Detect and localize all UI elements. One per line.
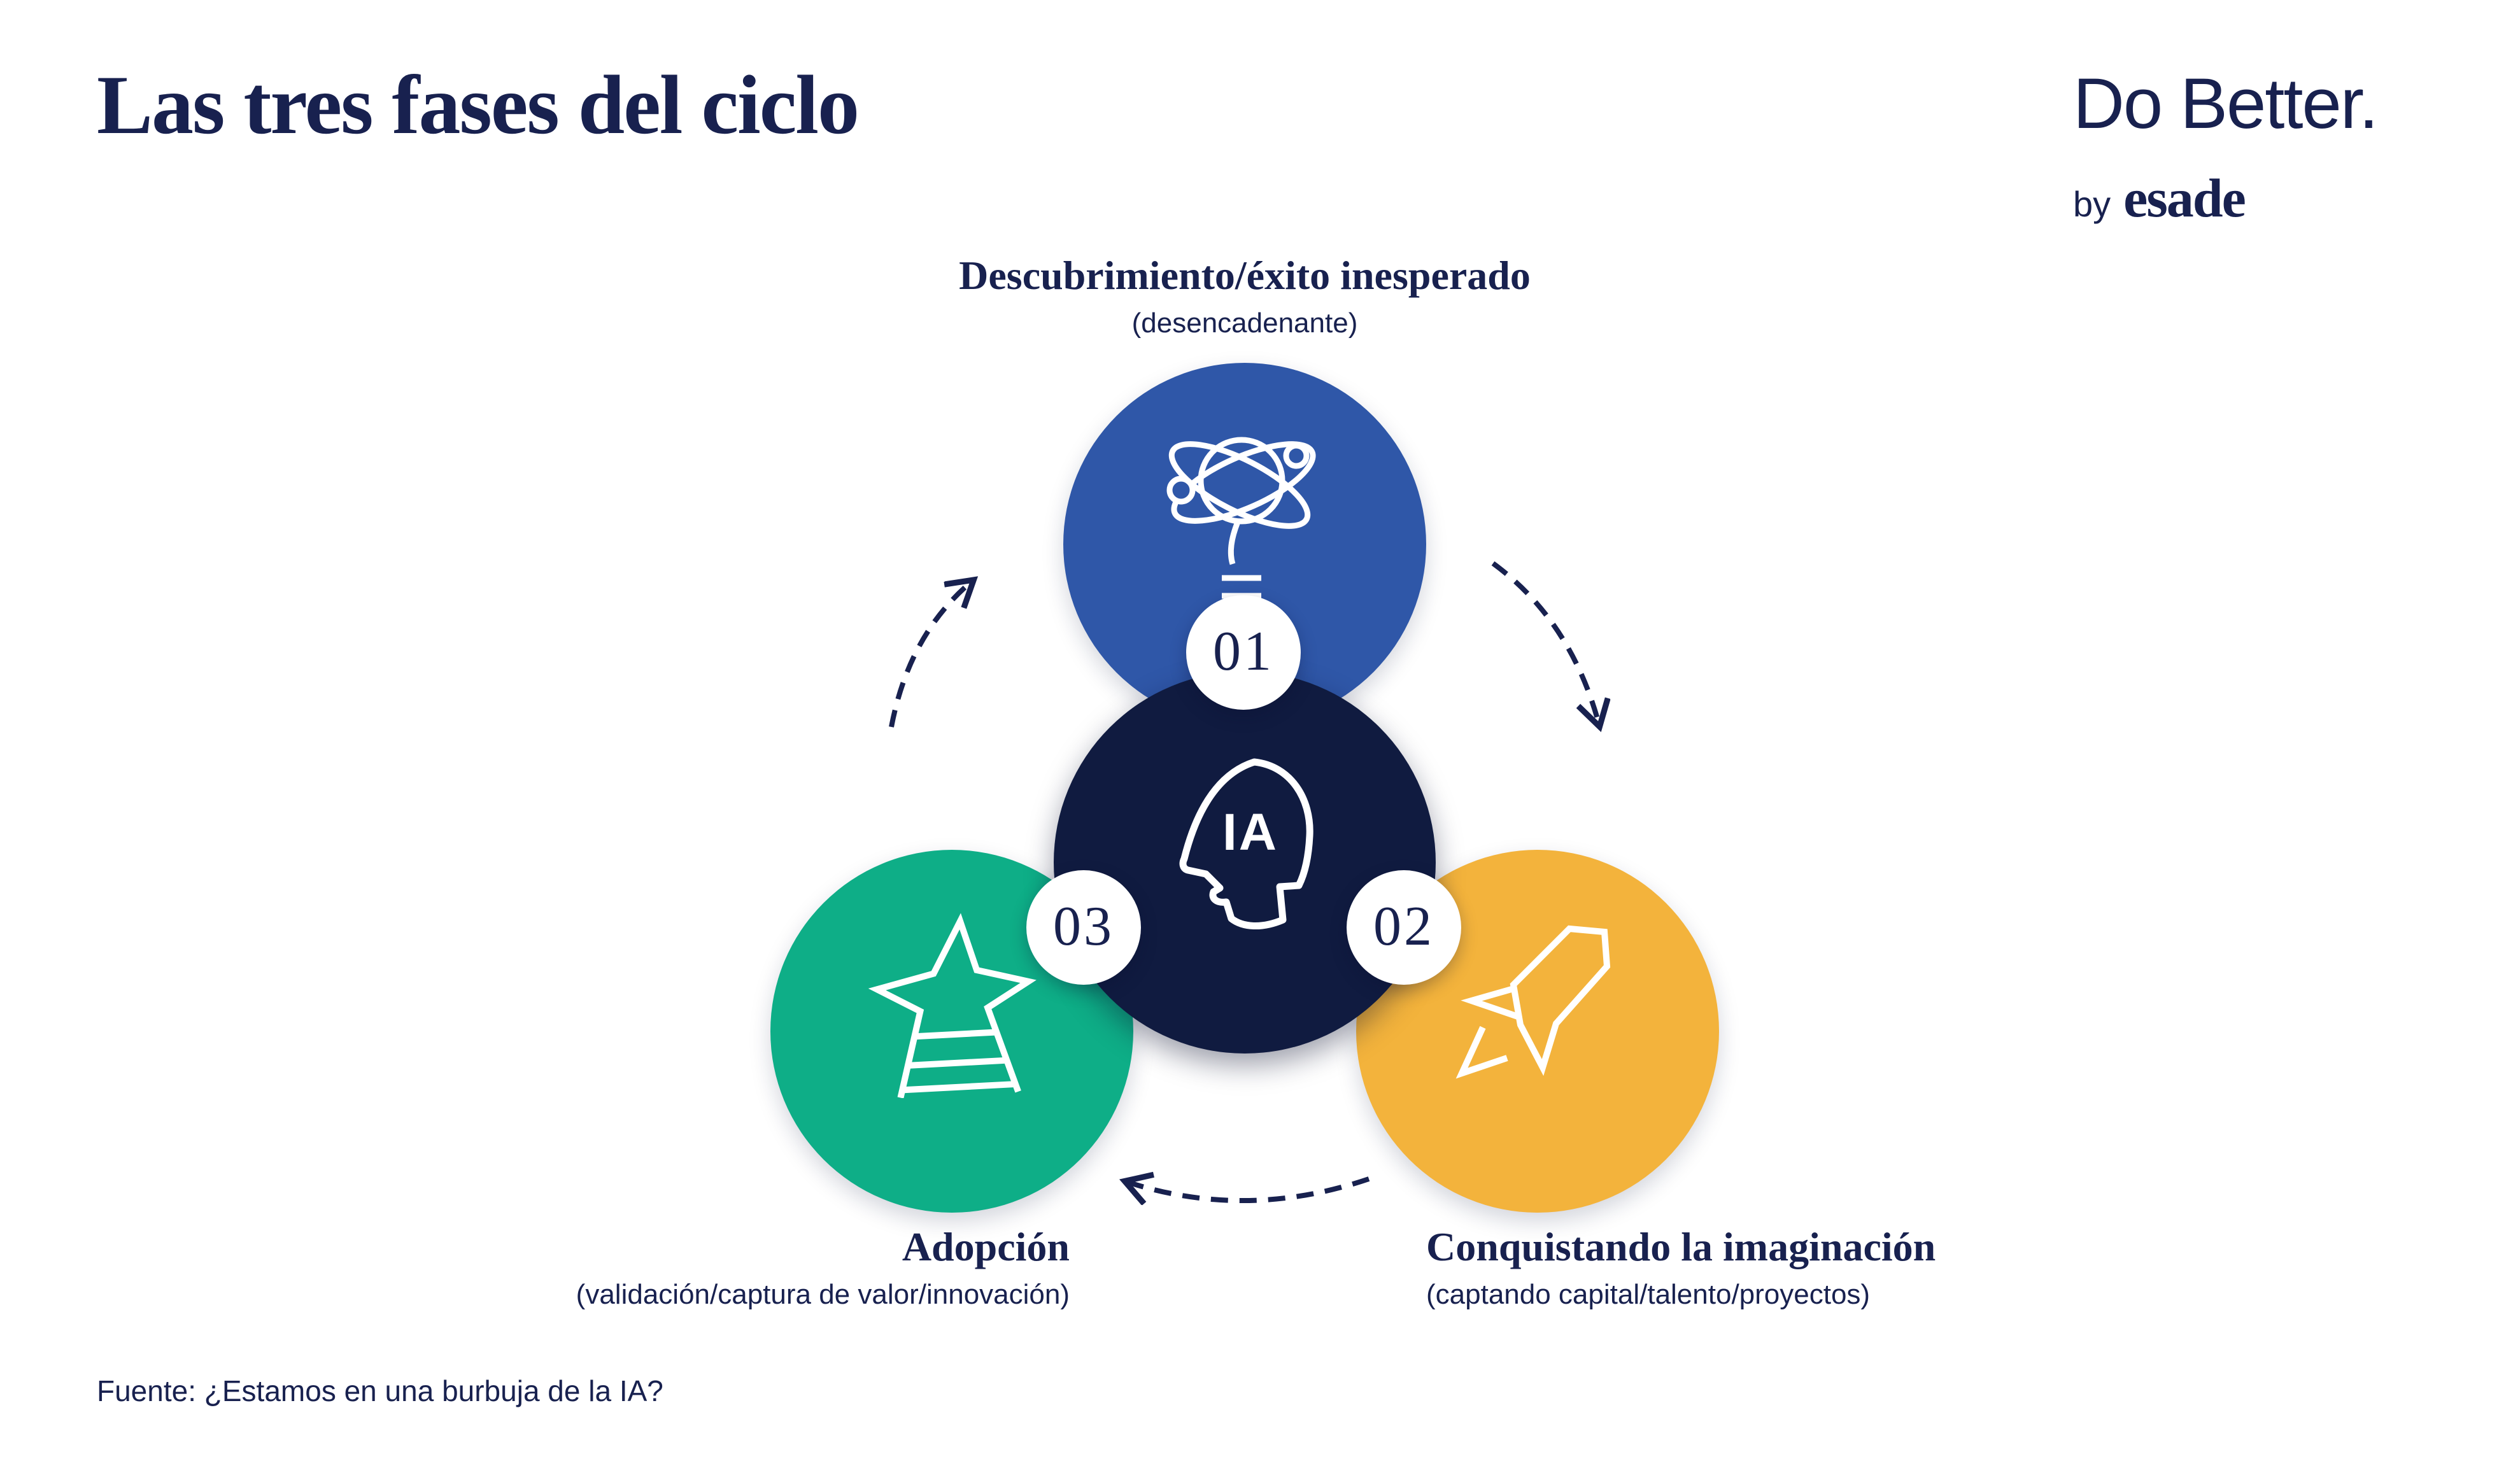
phase-2-number: 02 (1373, 895, 1434, 957)
rocket-icon (1455, 925, 1611, 1079)
source-note: Fuente: ¿Estamos en una burbuja de la IA… (97, 1374, 663, 1407)
phase-2-label: Conquistando la imaginación (captando ca… (1426, 1223, 2254, 1310)
phase-2-number-badge: 02 (1347, 870, 1461, 985)
phase-1-subtitle: (desencadenante) (1131, 307, 1358, 339)
head-profile-icon: IA (1179, 758, 1313, 929)
phase-2-subtitle: (captando capital/talento/proyectos) (1426, 1278, 1871, 1310)
arrow-imagination-to-adoption (1126, 1179, 1370, 1201)
ia-label: IA (1222, 803, 1278, 861)
esade-wordmark: esade (2123, 167, 2246, 229)
phase-1-label: Descubrimiento/éxito inesperado (desenca… (605, 252, 1885, 339)
planet-orbit-icon (1166, 437, 1316, 599)
brand-byline: by esade (2073, 166, 2377, 230)
phase-3-number: 03 (1053, 895, 1114, 957)
phase-1-number-badge: 01 (1186, 595, 1301, 710)
phase-1-title: Descubrimiento/éxito inesperado (959, 253, 1531, 298)
phase-3-label: Adopción (validación/captura de valor/in… (306, 1223, 1070, 1310)
arrow-adoption-to-discovery (889, 581, 973, 728)
phase-3-subtitle: (validación/captura de valor/innovación) (576, 1278, 1070, 1310)
brand-logo: Do Better. by esade (2073, 62, 2379, 230)
arrow-discovery-to-imagination (1491, 561, 1599, 726)
by-label: by (2073, 184, 2111, 224)
page-title: Las tres fases del ciclo (97, 58, 860, 152)
star-track-icon (868, 913, 1037, 1098)
phase-1-number: 01 (1213, 620, 1274, 682)
center-ia-circle: IA (1054, 672, 1436, 1054)
phase-3-title: Adopción (902, 1224, 1070, 1269)
phase-3-number-badge: 03 (1026, 870, 1141, 985)
do-better-wordmark: Do Better. (2073, 64, 2379, 143)
phase-2-title: Conquistando la imaginación (1426, 1224, 1936, 1269)
